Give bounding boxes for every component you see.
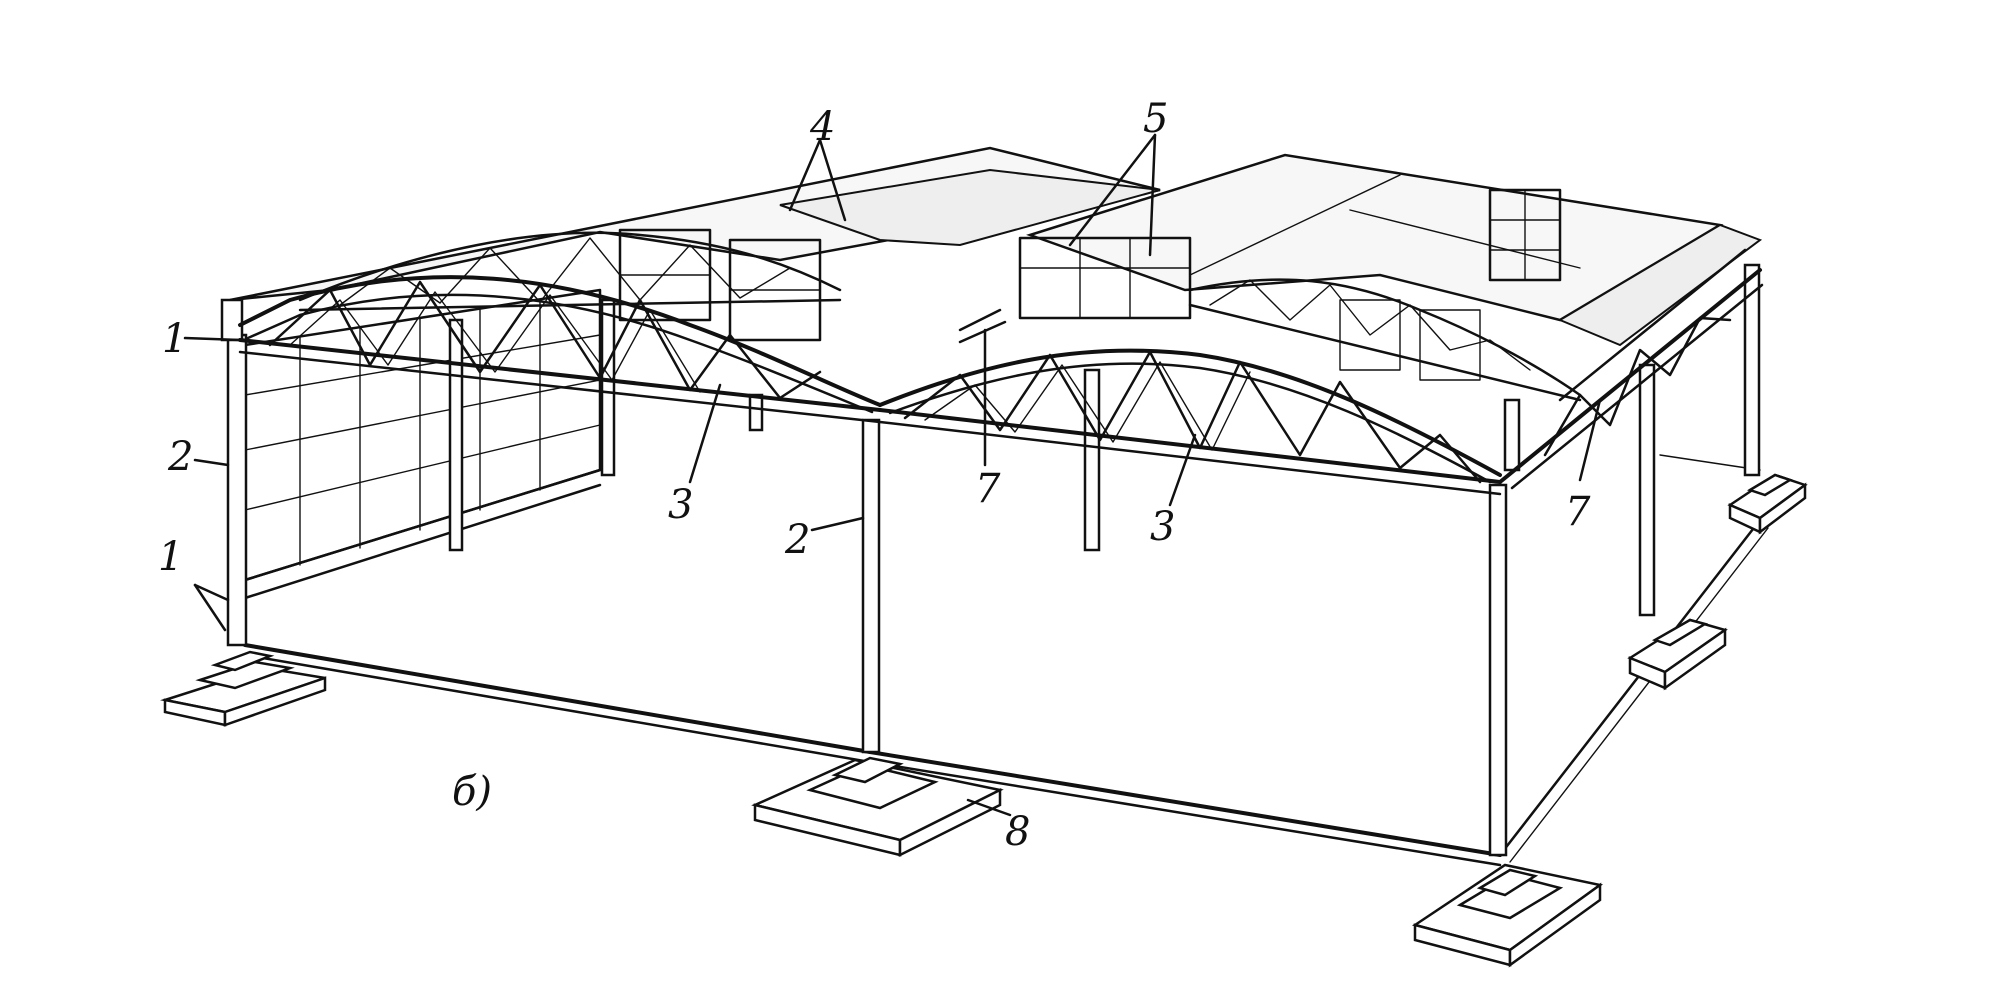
foundations	[160, 473, 1808, 968]
truss-rear-right	[1018, 236, 1582, 402]
foundation-rear-corner	[1727, 473, 1808, 535]
column-front-center	[861, 418, 881, 754]
roof-panels	[229, 146, 1763, 347]
foundation-front-left	[160, 650, 327, 727]
column-front-left	[226, 333, 248, 647]
callout-8: 8	[1005, 809, 1030, 855]
foundation-rear-right	[1627, 618, 1728, 691]
truss-front-left	[238, 275, 882, 424]
column-interior-middle	[1083, 368, 1101, 552]
callout-3-left: 3	[668, 482, 693, 528]
column-rear-right	[1743, 263, 1761, 477]
callout-4: 4	[809, 104, 835, 150]
truss-end-right	[1498, 248, 1764, 490]
columns	[220, 263, 1761, 857]
callout-7-right: 7	[1565, 489, 1591, 535]
truss-front-right	[878, 348, 1502, 496]
truss-rear-left	[298, 228, 842, 342]
callout-1-top: 1	[162, 316, 187, 362]
roof-slope-right	[1557, 223, 1763, 347]
callout-3-right: 3	[1150, 504, 1175, 550]
callout-1-bottom: 1	[158, 534, 183, 580]
column-front-right	[1488, 483, 1508, 857]
lantern-frame	[1018, 236, 1192, 320]
skylight-lantern-left	[779, 168, 1161, 247]
wall-glazing-rear-right	[1488, 188, 1562, 282]
callout-5: 5	[1143, 96, 1168, 142]
foundation-front-right	[1411, 863, 1604, 968]
leader-lines	[183, 133, 1602, 817]
callout-7-center: 7	[975, 466, 1001, 512]
foundation-front-center	[751, 756, 1004, 858]
callout-2-left: 2	[167, 434, 193, 480]
floor-outline	[243, 454, 1769, 867]
callout-labels: 1 2 1 3 2 4 5 7 3 7 8 б)	[158, 96, 1591, 855]
wall-glazing-left	[243, 288, 602, 600]
callout-2-center: 2	[784, 517, 810, 563]
lantern-node	[958, 308, 1007, 344]
column-interior	[448, 318, 464, 552]
subfigure-label: б)	[452, 769, 492, 815]
